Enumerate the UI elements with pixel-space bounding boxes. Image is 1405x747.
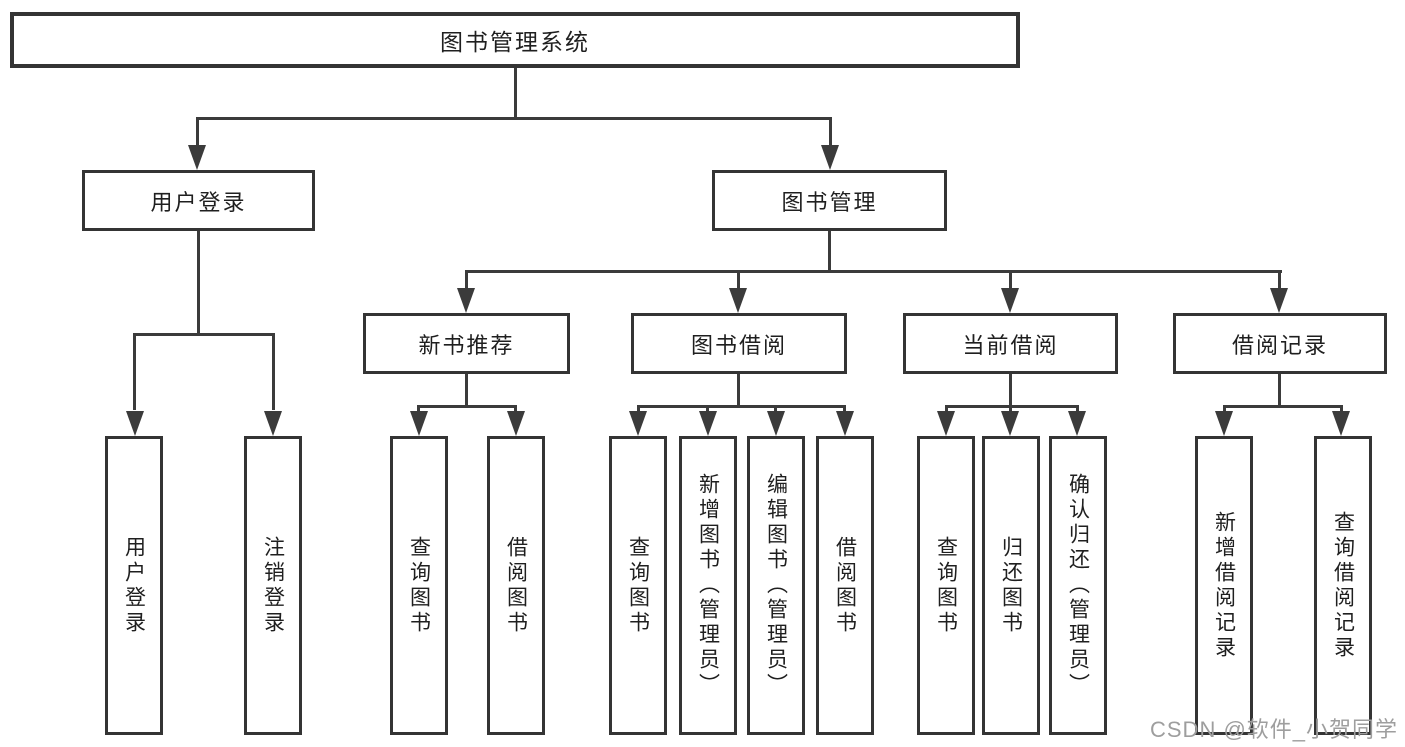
arrow-down-icon	[729, 288, 747, 313]
arrow-down-icon	[767, 411, 785, 436]
connector-stem	[737, 374, 740, 408]
arrow-down-icon	[457, 288, 475, 313]
connector-bar	[945, 405, 1079, 408]
arrow-down-icon	[264, 411, 282, 436]
arrow-down-icon	[629, 411, 647, 436]
connector-user-login-stem	[197, 231, 200, 336]
leaf-borrow-books-recommend: 借阅图书	[487, 436, 545, 735]
connector-drop	[843, 405, 846, 413]
connector-root-stem	[514, 68, 517, 120]
connector-drop-leaf-logout	[272, 333, 275, 410]
connector-drop-user-login	[196, 117, 199, 149]
connector-stem	[1009, 374, 1012, 408]
connector-drop	[514, 405, 517, 413]
arrow-down-icon	[1332, 411, 1350, 436]
csdn-watermark: CSDN @软件_小贺同学	[1150, 717, 1399, 742]
connector-stem	[1278, 374, 1281, 408]
leaf-query-books-recommend: 查询图书	[390, 436, 448, 735]
arrow-down-icon	[126, 411, 144, 436]
leaf-return-books: 归还图书	[982, 436, 1040, 735]
connector-bar	[417, 405, 517, 408]
arrow-down-icon	[1001, 411, 1019, 436]
arrow-down-icon	[1215, 411, 1233, 436]
connector-drop	[1076, 405, 1079, 413]
node-new-book-recommendation: 新书推荐	[363, 313, 570, 374]
node-book-borrowing: 图书借阅	[631, 313, 847, 374]
leaf-user-login: 用户登录	[105, 436, 163, 735]
node-current-borrowing: 当前借阅	[903, 313, 1118, 374]
connector-drop-borrowing-records	[1278, 270, 1281, 290]
arrow-down-icon	[836, 411, 854, 436]
node-borrowing-records: 借阅记录	[1173, 313, 1387, 374]
connector-drop	[637, 405, 640, 413]
arrow-down-icon	[821, 145, 839, 170]
connector-drop	[1223, 405, 1226, 413]
arrow-down-icon	[937, 411, 955, 436]
connector-drop-book-management	[829, 117, 832, 149]
leaf-borrow-books: 借阅图书	[816, 436, 874, 735]
leaf-query-books-borrowing: 查询图书	[609, 436, 667, 735]
arrow-down-icon	[1270, 288, 1288, 313]
leaf-add-borrow-record: 新增借阅记录	[1195, 436, 1253, 735]
arrow-down-icon	[1001, 288, 1019, 313]
connector-drop	[774, 405, 777, 413]
connector-level1-bar	[196, 117, 832, 120]
connector-drop-book-borrowing	[737, 270, 740, 290]
leaf-confirm-return-admin: 确认归还（管理员）	[1049, 436, 1107, 735]
connector-book-management-stem	[828, 231, 831, 273]
arrow-down-icon	[699, 411, 717, 436]
connector-drop	[945, 405, 948, 413]
connector-drop-leaf-user-login	[133, 333, 136, 410]
arrow-down-icon	[188, 145, 206, 170]
connector-drop	[706, 405, 709, 413]
connector-bar	[1223, 405, 1343, 408]
node-user-login: 用户登录	[82, 170, 315, 231]
arrow-down-icon	[1068, 411, 1086, 436]
connector-drop	[1340, 405, 1343, 413]
connector-drop	[1009, 405, 1012, 413]
connector-user-login-bar	[133, 333, 275, 336]
connector-stem	[465, 374, 468, 408]
connector-drop	[417, 405, 420, 413]
node-library-management-system: 图书管理系统	[10, 12, 1020, 68]
connector-level2-bar	[465, 270, 1282, 273]
leaf-edit-books-admin: 编辑图书（管理员）	[747, 436, 805, 735]
connector-bar	[637, 405, 846, 408]
leaf-logout: 注销登录	[244, 436, 302, 735]
node-book-management: 图书管理	[712, 170, 947, 231]
leaf-query-books-current: 查询图书	[917, 436, 975, 735]
connector-drop-new-book-recommendation	[465, 270, 468, 290]
leaf-add-books-admin: 新增图书（管理员）	[679, 436, 737, 735]
leaf-query-borrow-record: 查询借阅记录	[1314, 436, 1372, 735]
connector-drop-current-borrowing	[1009, 270, 1012, 290]
arrow-down-icon	[507, 411, 525, 436]
arrow-down-icon	[410, 411, 428, 436]
